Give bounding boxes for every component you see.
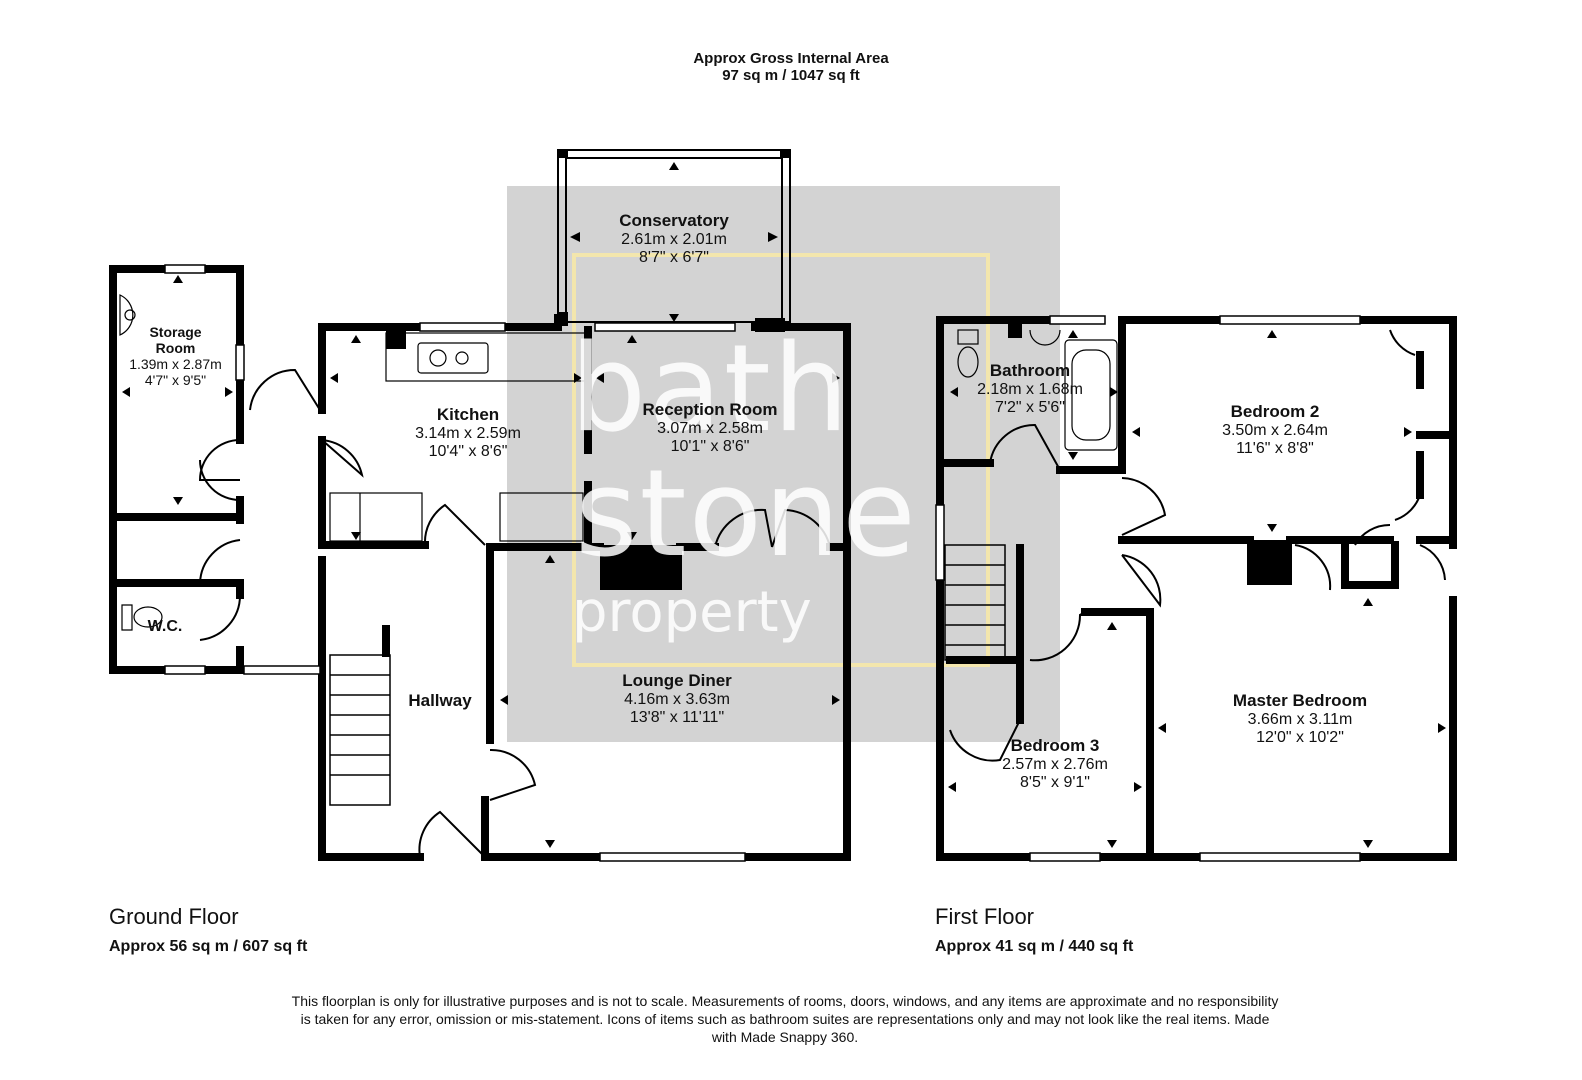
room-imperial: 12'0" x 10'2" <box>1256 728 1344 746</box>
room-imperial: 11'6" x 8'8" <box>1236 439 1314 457</box>
room-name: Master Bedroom <box>1232 691 1368 710</box>
room-bedroom2: Bedroom 2 3.50m x 2.64m 11'6" x 8'8" <box>1190 402 1360 458</box>
room-imperial: 8'7" x 6'7" <box>639 248 709 266</box>
room-conservatory: Conservatory 2.61m x 2.01m 8'7" x 6'7" <box>574 211 774 267</box>
room-imperial: 4'7" x 9'5" <box>144 372 207 389</box>
disclaimer: This floorplan is only for illustrative … <box>291 993 1279 1046</box>
header-area: 97 sq m / 1047 sq ft <box>722 67 860 85</box>
room-metric: 2.57m x 2.76m <box>1002 755 1108 773</box>
room-metric: 4.16m x 3.63m <box>624 690 730 708</box>
room-name: W.C. <box>147 618 183 635</box>
watermark-text-2: stone <box>575 445 918 584</box>
room-metric: 3.50m x 2.64m <box>1222 421 1328 439</box>
room-kitchen: Kitchen 3.14m x 2.59m 10'4" x 8'6" <box>368 405 568 461</box>
first-floor-title: First Floor <box>935 904 1034 929</box>
room-reception: Reception Room 3.07m x 2.58m 10'1" x 8'6… <box>610 400 810 456</box>
room-name: Lounge Diner <box>622 671 732 690</box>
room-hallway: Hallway <box>395 691 485 711</box>
reception-lounge-walls <box>481 323 851 861</box>
room-name: Hallway <box>408 691 472 710</box>
room-name: Kitchen <box>436 405 500 424</box>
room-name: Reception Room <box>642 400 778 419</box>
room-metric: 1.39m x 2.87m <box>129 356 222 373</box>
chimney-kitchen <box>386 327 406 349</box>
room-name: Bathroom <box>989 361 1071 380</box>
room-imperial: 10'4" x 8'6" <box>428 442 508 460</box>
header-title: Approx Gross Internal Area <box>693 50 889 67</box>
kitchen-hall-walls <box>318 314 592 861</box>
chimney-first <box>1247 540 1292 585</box>
first-floor-area: Approx 41 sq m / 440 sq ft <box>935 938 1134 955</box>
conservatory-frame <box>557 149 791 323</box>
ground-floor-area: Approx 56 sq m / 607 sq ft <box>109 938 308 955</box>
room-name: Storage Room <box>149 324 202 357</box>
room-wc: W.C. <box>130 618 200 636</box>
watermark-text-1: bath <box>570 320 851 459</box>
room-imperial: 7'2" x 5'6" <box>995 398 1065 416</box>
room-name: Bedroom 2 <box>1230 402 1320 421</box>
room-master: Master Bedroom 3.66m x 3.11m 12'0" x 10'… <box>1200 691 1400 747</box>
room-metric: 3.66m x 3.11m <box>1247 710 1353 728</box>
ground-floor-title: Ground Floor <box>109 904 239 929</box>
room-lounge: Lounge Diner 4.16m x 3.63m 13'8" x 11'11… <box>577 671 777 727</box>
watermark-text-3: property <box>572 580 812 645</box>
header: Approx Gross Internal Area 97 sq m / 104… <box>0 50 1582 85</box>
room-bedroom3: Bedroom 3 2.57m x 2.76m 8'5" x 9'1" <box>975 736 1135 792</box>
room-metric: 3.14m x 2.59m <box>415 424 521 442</box>
room-bathroom: Bathroom 2.18m x 1.68m 7'2" x 5'6" <box>955 361 1105 417</box>
room-imperial: 10'1" x 8'6" <box>670 437 750 455</box>
room-metric: 2.61m x 2.01m <box>621 230 727 248</box>
room-name: Bedroom 3 <box>1010 736 1100 755</box>
room-metric: 3.07m x 2.58m <box>657 419 763 437</box>
room-storage: Storage Room 1.39m x 2.87m 4'7" x 9'5" <box>113 324 238 388</box>
chimney-ground <box>600 545 682 590</box>
room-imperial: 13'8" x 11'11" <box>629 708 725 726</box>
room-metric: 2.18m x 1.68m <box>977 380 1083 398</box>
room-imperial: 8'5" x 9'1" <box>1020 773 1090 791</box>
room-name: Conservatory <box>619 211 729 230</box>
